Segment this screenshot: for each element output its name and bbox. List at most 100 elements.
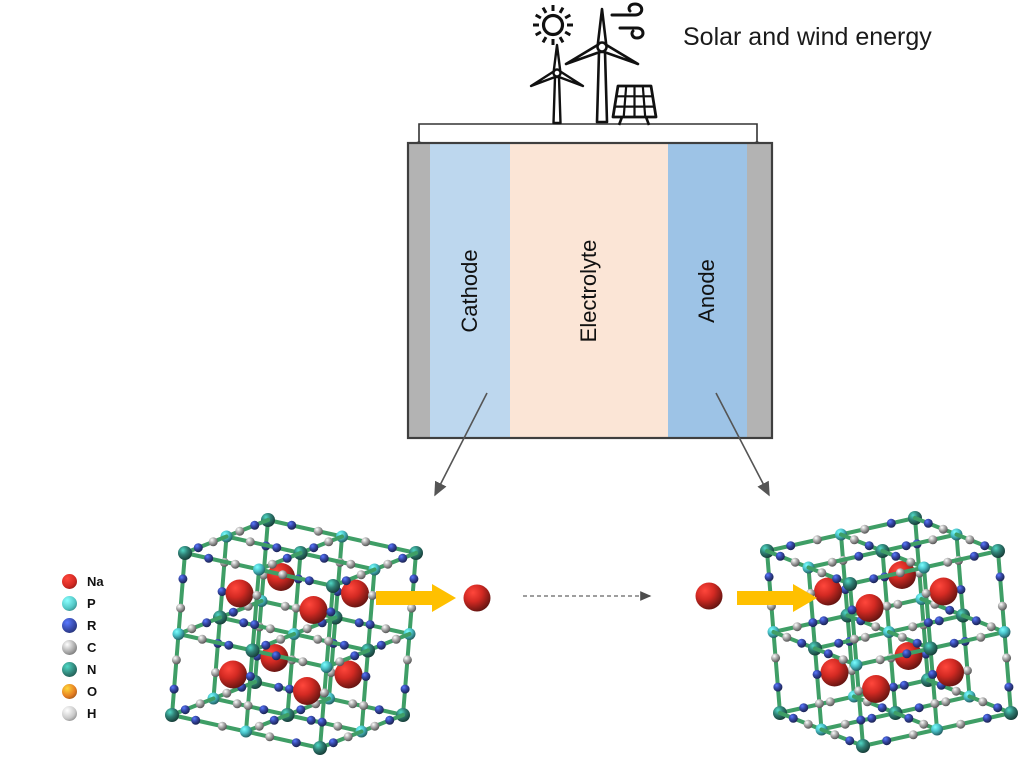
n-atom xyxy=(1004,706,1018,720)
crystal-bond xyxy=(318,729,364,750)
c-atom xyxy=(335,657,345,667)
crystal-bond xyxy=(324,584,335,669)
sun-ray xyxy=(564,13,572,20)
c-atom xyxy=(211,668,221,678)
crystal-bond xyxy=(176,632,255,653)
circuit-wire xyxy=(418,123,758,147)
c-atom xyxy=(908,622,918,632)
crystal-bond xyxy=(266,518,344,539)
legend-label: C xyxy=(87,639,97,655)
r-atom xyxy=(261,640,271,650)
p-atom xyxy=(998,626,1011,638)
crystal-bond xyxy=(257,567,335,588)
c-atom xyxy=(790,557,800,567)
legend-label: O xyxy=(87,683,98,699)
crystal-bond xyxy=(211,615,222,701)
current-collector-left xyxy=(408,143,430,438)
na-atom xyxy=(814,577,842,606)
cathode-label: Cathode xyxy=(457,249,482,333)
wind-turbine-small-icon xyxy=(529,43,585,125)
r-atom xyxy=(834,638,844,648)
c-atom xyxy=(875,655,885,665)
c-atom xyxy=(997,601,1007,611)
c-atom xyxy=(356,570,366,580)
crystal-bond xyxy=(806,565,817,651)
crystal-bond xyxy=(170,696,216,717)
crystal-bond xyxy=(244,648,255,734)
n-atom xyxy=(843,577,857,591)
p-atom xyxy=(850,659,863,671)
c-atom xyxy=(871,622,881,632)
c-atom xyxy=(346,559,356,569)
c-atom xyxy=(402,655,412,665)
wind-gust-icon xyxy=(610,2,645,40)
r-atom xyxy=(912,638,922,648)
c-atom xyxy=(956,719,966,729)
c-atom xyxy=(197,634,207,644)
p-atom xyxy=(253,563,265,576)
crystal-bond xyxy=(327,615,338,701)
c-atom xyxy=(232,699,242,709)
crystal-bond xyxy=(298,551,377,572)
c-atom xyxy=(267,559,277,569)
legend-label: R xyxy=(87,617,97,633)
legend-item: P xyxy=(62,592,104,614)
wind-turbine-large-icon xyxy=(564,7,640,124)
r-atom xyxy=(819,616,829,626)
na-atom xyxy=(341,579,369,608)
c-atom xyxy=(928,535,938,545)
c-atom xyxy=(919,719,929,729)
sun-ray xyxy=(564,30,572,37)
c-atom xyxy=(860,632,870,642)
r-atom xyxy=(901,541,911,551)
r-atom xyxy=(788,713,798,723)
c-atom xyxy=(965,535,975,545)
r-atom xyxy=(993,703,1003,713)
crystal-bond xyxy=(961,613,972,699)
c-atom xyxy=(222,688,232,698)
crystal-bond xyxy=(928,630,1007,651)
c-atom xyxy=(370,721,380,731)
crystal-bond xyxy=(935,711,1013,732)
crystal-bond xyxy=(961,613,1007,634)
r-atom xyxy=(304,576,314,586)
c-atom xyxy=(359,701,369,711)
na-ion-left xyxy=(463,584,491,612)
r-atom xyxy=(287,520,297,530)
c-atom xyxy=(814,699,824,709)
r-atom xyxy=(764,572,774,582)
crystal-bond xyxy=(806,565,852,586)
c-atom xyxy=(195,699,205,709)
crystal-bond xyxy=(1002,630,1013,715)
r-atom xyxy=(886,518,896,528)
c-atom xyxy=(176,603,186,613)
c-atom xyxy=(361,537,371,547)
c-atom xyxy=(825,697,835,707)
na-atom xyxy=(334,660,363,689)
c-atom xyxy=(827,557,837,567)
c-atom xyxy=(840,719,850,729)
c-atom xyxy=(381,624,391,634)
c-atom xyxy=(391,634,401,644)
crystal-bond xyxy=(292,551,303,636)
c-atom xyxy=(908,730,918,740)
c-atom xyxy=(849,634,859,644)
crystal-bond xyxy=(340,534,418,555)
c-atom xyxy=(854,686,864,696)
crystal-bond xyxy=(324,648,370,669)
na-atom xyxy=(929,577,958,606)
legend-dot-na xyxy=(62,573,77,589)
crystal-bond xyxy=(913,516,924,601)
crystal-bond xyxy=(359,648,370,734)
r-atom xyxy=(864,541,874,551)
anode-crystal xyxy=(760,511,1018,753)
sun-ray xyxy=(558,36,565,44)
na-ion-right xyxy=(695,582,723,610)
r-atom xyxy=(259,705,269,715)
r-atom xyxy=(398,553,408,563)
sun-ray xyxy=(534,13,542,20)
r-atom xyxy=(832,574,842,584)
cathode-region xyxy=(430,143,510,438)
r-atom xyxy=(191,715,201,725)
legend-label: Na xyxy=(87,573,104,589)
